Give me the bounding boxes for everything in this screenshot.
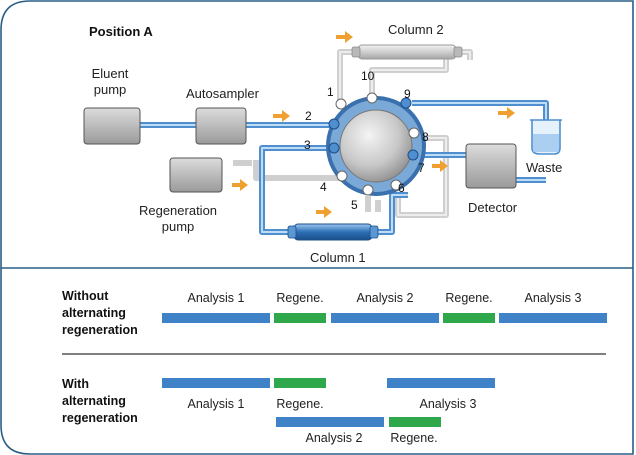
column-1: [293, 223, 373, 241]
detector: [465, 143, 517, 189]
arrow-waste: [498, 107, 515, 119]
regeneration-pump: [169, 157, 223, 193]
port-1: 1: [327, 85, 334, 99]
analysis-bar: [499, 313, 607, 323]
column-2: [357, 44, 457, 60]
bar-label: Analysis 1: [188, 291, 245, 305]
port-numbers: 1 2 3 4 5 6 7 8 9 10: [304, 69, 429, 212]
bar-label: Analysis 3: [420, 397, 477, 411]
port-10: 10: [361, 69, 375, 83]
arrow-column1: [316, 206, 332, 218]
regeneration-bar: [443, 313, 495, 323]
column-2-label: Column 2: [388, 22, 444, 37]
arrow-port7: [432, 160, 448, 172]
port-5: 5: [351, 198, 358, 212]
detector-label: Detector: [468, 200, 518, 215]
waste-label: Waste: [526, 160, 562, 175]
bar-label: Regene.: [390, 431, 437, 445]
port-6: 6: [398, 181, 405, 195]
bar-label: Analysis 3: [525, 291, 582, 305]
bars-without-alternating: Analysis 1 Regene. Analysis 2 Regene. Analys…: [162, 291, 607, 323]
port-4: 4: [320, 180, 327, 194]
autosampler-label: Autosampler: [186, 86, 260, 101]
regeneration-bar: [389, 417, 441, 427]
port-3: 3: [304, 138, 311, 152]
port-8: 8: [422, 130, 429, 144]
analysis-bar: [331, 313, 439, 323]
arrow-regen: [232, 179, 248, 191]
analysis-bar: [387, 378, 495, 388]
diagram-title: Position A: [89, 24, 153, 39]
eluent-pump: [83, 107, 141, 145]
active-tubing-core: [140, 102, 547, 233]
arrow-autosampler: [273, 110, 290, 122]
analysis-bar: [162, 378, 270, 388]
bar-label: Analysis 1: [188, 397, 245, 411]
port-2: 2: [305, 109, 312, 123]
bar-label: Analysis 2: [306, 431, 363, 445]
bar-label: Regene.: [276, 291, 323, 305]
analysis-bar: [162, 313, 270, 323]
port-7: 7: [418, 161, 425, 175]
flow-arrows: [232, 31, 515, 218]
port-9: 9: [404, 87, 411, 101]
switching-valve: [326, 92, 426, 196]
bar-label: Regene.: [276, 397, 323, 411]
regeneration-bar: [274, 378, 326, 388]
bar-label: Regene.: [445, 291, 492, 305]
arrow-column2: [336, 31, 353, 43]
column-1-label: Column 1: [310, 250, 366, 265]
waste-beaker: [530, 119, 562, 155]
autosampler: [195, 107, 247, 145]
analysis-bar: [276, 417, 384, 427]
regeneration-bar: [274, 313, 326, 323]
bar-label: Analysis 2: [357, 291, 414, 305]
bars-with-alternating: Analysis 1 Regene. Analysis 2 Analysis 3 Reg…: [162, 378, 495, 445]
